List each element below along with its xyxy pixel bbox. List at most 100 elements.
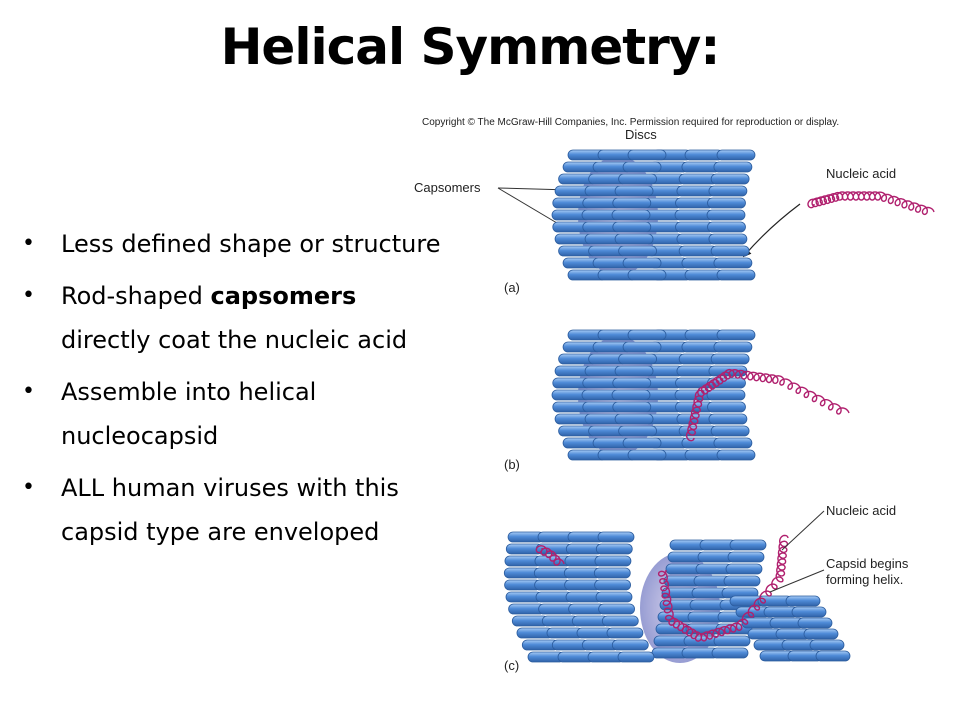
capsomer [618, 425, 657, 437]
capsomer [612, 221, 652, 233]
nucleic-acid-coil [685, 368, 850, 442]
capsomer [707, 221, 746, 233]
capsomer [622, 257, 662, 269]
capsomer [815, 650, 851, 662]
capsomer [617, 651, 655, 663]
bullet-text-pre: Rod-shaped [61, 282, 211, 310]
capsomer [594, 555, 632, 567]
capsomer [710, 353, 750, 365]
bullet-text: ALL human viruses with this capsid type … [61, 474, 399, 546]
capsid-disc-stack-a [551, 149, 756, 281]
nucleic-acid-label-c: Nucleic acid [826, 503, 896, 518]
capsomer [622, 437, 662, 449]
capsomer [716, 269, 756, 281]
capsomer [595, 591, 633, 603]
capsomer [791, 606, 827, 618]
capsomer [706, 389, 746, 401]
nucleic-acid-strand-c [535, 534, 789, 642]
nucleic-acid-coil [657, 534, 789, 642]
copyright-text: Copyright © The McGraw-Hill Companies, I… [422, 117, 839, 128]
capsomer [597, 531, 635, 543]
capsomer [725, 563, 763, 575]
capsid-helix-leader [769, 569, 825, 593]
capsomer [595, 543, 633, 555]
capsomer [618, 173, 657, 185]
capsomer [622, 341, 662, 353]
panel-label-b: (b) [504, 457, 520, 472]
capsomer [710, 173, 750, 185]
capsomer [708, 185, 748, 197]
capsid-disc-stack-b [551, 329, 756, 461]
capsid-helix-label-line1: Capsid begins [826, 556, 909, 571]
bullet-dot-icon: • [22, 475, 35, 500]
capsomer [627, 329, 667, 341]
capsomer [710, 425, 750, 437]
capsomer [713, 341, 753, 353]
insertion-arrow [742, 203, 801, 258]
capsomer [706, 209, 746, 221]
panel-label-c: (c) [504, 658, 519, 673]
capsomer [618, 353, 657, 365]
capsomer [598, 603, 635, 615]
capsomers-label: Capsomers [414, 180, 481, 195]
capsomer [809, 639, 845, 651]
capsomer [708, 233, 748, 245]
capsomer [716, 449, 756, 461]
capsomer [612, 197, 652, 209]
discs-label: Discs [625, 127, 657, 142]
capsomer [606, 627, 644, 639]
capsomer [716, 149, 756, 161]
bullet-item: • Assemble into helical nucleocapsid [22, 370, 442, 458]
bullet-item: • ALL human viruses with this capsid typ… [22, 466, 442, 554]
capsomer [713, 257, 753, 269]
capsomer [713, 437, 753, 449]
capsid-helix-label-line2: forming helix. [826, 572, 903, 587]
bullet-text-post: directly coat the nucleic acid [61, 326, 408, 354]
capsomer [612, 377, 652, 389]
capsomer [618, 245, 657, 257]
capsomer [611, 209, 651, 221]
nucleic-acid-label-a: Nucleic acid [826, 166, 896, 181]
capsomer [729, 539, 767, 551]
capsomer [622, 161, 662, 173]
capsomer [707, 401, 746, 413]
capsomer [797, 617, 833, 629]
capsomer [707, 197, 746, 209]
capsomer [708, 413, 748, 425]
capsomer [785, 595, 821, 607]
bullet-text-bold: capsomers [210, 282, 357, 310]
capsomer [713, 635, 751, 647]
bullet-text: Assemble into helical nucleocapsid [61, 378, 317, 450]
nucleic-acid-coil [807, 191, 935, 216]
bullet-item: • Rod-shaped capsomers directly coat the… [22, 274, 442, 362]
capsomer [711, 647, 749, 659]
capsomer [614, 413, 654, 425]
capsomer [614, 185, 654, 197]
capsomer [627, 149, 667, 161]
helical-capsid-figure: Copyright © The McGraw-Hill Companies, I… [414, 117, 935, 673]
capsomer [614, 233, 654, 245]
bullet-item: • Less defined shape or structure [22, 222, 442, 266]
capsomer [713, 161, 753, 173]
slide-title: Helical Symmetry: [220, 18, 721, 76]
bullet-dot-icon: • [22, 283, 35, 308]
capsomer [723, 575, 761, 587]
capsomer [710, 245, 750, 257]
bullet-dot-icon: • [22, 231, 35, 256]
panel-label-a: (a) [504, 280, 520, 295]
capsomer [727, 551, 765, 563]
capsomer [593, 567, 631, 579]
capsomer [627, 449, 667, 461]
capsomer [627, 269, 667, 281]
capsomer [716, 329, 756, 341]
nucleic-acid-strand-b [685, 368, 850, 442]
capsomer [614, 365, 654, 377]
capsomer [601, 615, 639, 627]
bullet-text: Less defined shape or structure [61, 230, 441, 258]
nucleic-acid-leader-c [781, 510, 825, 551]
capsomers-leader-2 [497, 187, 563, 227]
capsid-helix-c [503, 531, 851, 663]
capsomer [594, 579, 631, 591]
capsomer [803, 628, 839, 640]
capsomer [612, 401, 652, 413]
